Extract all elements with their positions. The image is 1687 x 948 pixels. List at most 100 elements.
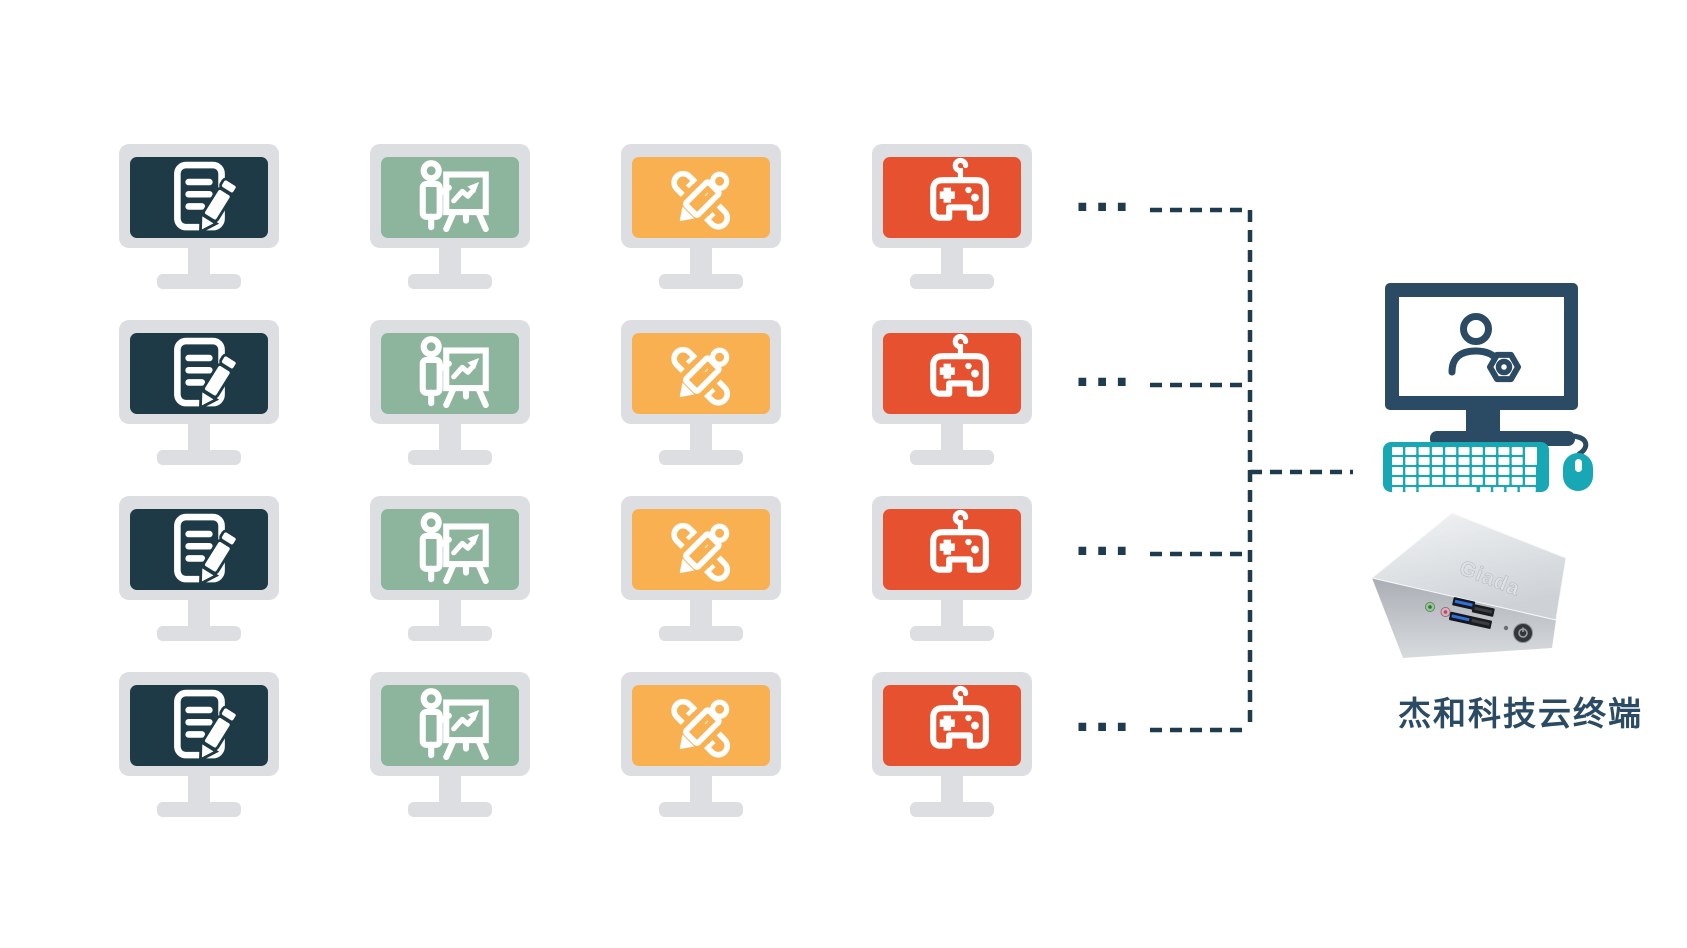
monitor-frame bbox=[872, 672, 1032, 776]
keyboard-icon bbox=[1383, 442, 1549, 492]
ellipsis-dots: ... bbox=[1074, 515, 1134, 566]
monitor-stand-neck bbox=[188, 424, 210, 451]
note-edit-icon bbox=[152, 503, 246, 597]
workstation-monitor-game bbox=[872, 320, 1032, 466]
monitor-screen bbox=[632, 509, 770, 590]
monitor-frame bbox=[119, 320, 279, 424]
presentation-chart-icon bbox=[403, 503, 497, 597]
note-edit-icon bbox=[152, 151, 246, 245]
monitor-frame bbox=[621, 672, 781, 776]
monitor-stand-neck bbox=[690, 424, 712, 451]
monitor-screen bbox=[130, 157, 268, 238]
monitor-stand-base bbox=[910, 626, 994, 641]
usb3-ports bbox=[1448, 597, 1476, 625]
monitor-stand-base bbox=[910, 802, 994, 817]
workstation-monitor-presentation bbox=[370, 672, 530, 818]
monitor-stand-neck bbox=[941, 776, 963, 803]
monitor-frame bbox=[621, 496, 781, 600]
monitor-stand-neck bbox=[439, 248, 461, 275]
monitor-frame bbox=[621, 144, 781, 248]
workstation-monitor-document bbox=[119, 672, 279, 818]
dashed-connector-path bbox=[1150, 207, 1353, 733]
monitor-stand-base bbox=[157, 626, 241, 641]
monitor-stand-base bbox=[910, 450, 994, 465]
monitor-stand-base bbox=[157, 274, 241, 289]
presentation-chart-icon bbox=[403, 679, 497, 773]
monitor-stand-neck bbox=[690, 600, 712, 627]
note-edit-icon bbox=[152, 679, 246, 773]
monitor-stand-base bbox=[659, 626, 743, 641]
monitor-stand-neck bbox=[188, 776, 210, 803]
monitor-frame bbox=[370, 672, 530, 776]
monitor-stand-neck bbox=[690, 776, 712, 803]
presentation-chart-icon bbox=[403, 151, 497, 245]
workstation-monitor-design bbox=[621, 320, 781, 466]
monitor-screen bbox=[883, 333, 1021, 414]
presentation-chart-icon bbox=[403, 327, 497, 421]
workstation-monitor-game bbox=[872, 496, 1032, 642]
gamepad-icon bbox=[905, 503, 999, 597]
monitor-screen bbox=[130, 333, 268, 414]
monitor-stand-base bbox=[408, 802, 492, 817]
monitor-stand-base bbox=[659, 450, 743, 465]
monitor-stand-base bbox=[408, 626, 492, 641]
workstation-monitor-document bbox=[119, 320, 279, 466]
monitor-stand-base bbox=[659, 802, 743, 817]
monitor-frame bbox=[370, 320, 530, 424]
ellipsis-dots: ... bbox=[1074, 346, 1134, 397]
monitor-frame bbox=[872, 144, 1032, 248]
ruler-pencil-icon bbox=[654, 327, 748, 421]
monitor-stand-neck bbox=[941, 248, 963, 275]
monitor-stand-base bbox=[157, 450, 241, 465]
monitor-stand-neck bbox=[439, 424, 461, 451]
ruler-pencil-icon bbox=[654, 679, 748, 773]
ruler-pencil-icon bbox=[654, 503, 748, 597]
monitor-stand-neck bbox=[188, 248, 210, 275]
workstation-monitor-presentation bbox=[370, 496, 530, 642]
monitor-stand-base bbox=[157, 802, 241, 817]
admin-monitor bbox=[1385, 283, 1578, 446]
mouse-icon bbox=[1563, 453, 1593, 491]
monitor-screen bbox=[883, 509, 1021, 590]
gamepad-icon bbox=[905, 151, 999, 245]
monitor-frame bbox=[872, 320, 1032, 424]
workstation-monitor-document bbox=[119, 144, 279, 290]
monitor-frame bbox=[872, 496, 1032, 600]
reset-pinhole bbox=[1503, 625, 1509, 631]
monitor-stand-neck bbox=[690, 248, 712, 275]
workstation-monitor-design bbox=[621, 672, 781, 818]
mouse-cable bbox=[1570, 433, 1589, 457]
monitor-screen bbox=[883, 157, 1021, 238]
workstation-monitor-design bbox=[621, 144, 781, 290]
workstation-monitor-game bbox=[872, 672, 1032, 818]
cloud-terminal-device: Giada bbox=[1370, 512, 1567, 658]
ellipsis-dots: ... bbox=[1074, 171, 1134, 222]
monitor-stand-base bbox=[910, 274, 994, 289]
monitor-screen bbox=[632, 685, 770, 766]
monitor-stand-neck bbox=[941, 600, 963, 627]
workstation-monitor-presentation bbox=[370, 320, 530, 466]
monitor-screen bbox=[883, 685, 1021, 766]
monitor-stand-neck bbox=[941, 424, 963, 451]
monitor-screen bbox=[130, 509, 268, 590]
gamepad-icon bbox=[905, 679, 999, 773]
monitor-stand-neck bbox=[439, 600, 461, 627]
admin-computer bbox=[1383, 283, 1593, 492]
monitor-screen bbox=[381, 509, 519, 590]
front-ports bbox=[1425, 597, 1533, 643]
ruler-pencil-icon bbox=[654, 151, 748, 245]
ellipsis-dots: ... bbox=[1074, 691, 1134, 742]
user-gear-icon bbox=[1448, 313, 1521, 383]
monitor-frame bbox=[119, 672, 279, 776]
monitor-frame bbox=[119, 144, 279, 248]
monitor-frame bbox=[621, 320, 781, 424]
monitor-screen bbox=[381, 685, 519, 766]
monitor-screen bbox=[381, 157, 519, 238]
workstation-monitor-presentation bbox=[370, 144, 530, 290]
monitor-frame bbox=[370, 496, 530, 600]
device-top-face bbox=[1370, 512, 1567, 621]
monitor-stand-base bbox=[408, 274, 492, 289]
usb2-ports bbox=[1469, 604, 1495, 629]
workstation-monitor-design bbox=[621, 496, 781, 642]
